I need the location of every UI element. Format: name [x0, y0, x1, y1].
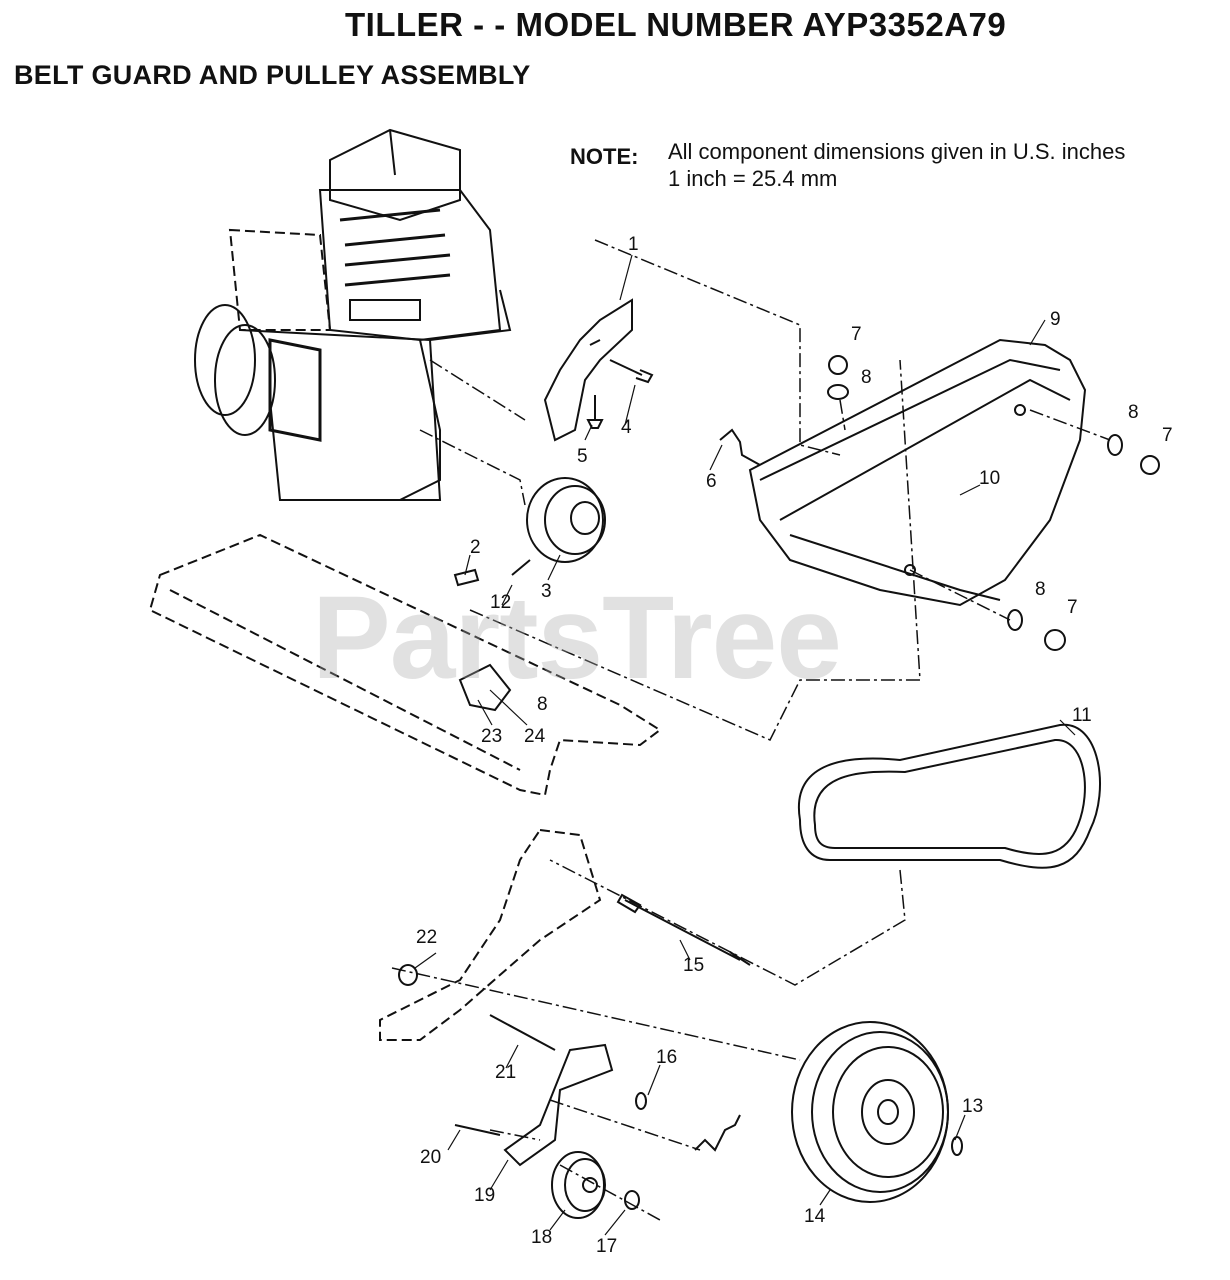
pulley-part-3 — [526, 477, 606, 563]
tiller-frame-drawing — [148, 533, 662, 797]
callout-7-right: 7 — [1162, 425, 1173, 446]
clip-part-2 — [453, 568, 480, 587]
callout-7-lower: 7 — [1067, 597, 1078, 618]
lower-housing-drawing — [379, 828, 602, 1041]
watermark-text: PartsTree — [312, 572, 842, 704]
belt-part-11 — [797, 723, 1101, 869]
idler-pulley-part-18 — [551, 1151, 606, 1219]
idler-arm-part-19 — [503, 1043, 614, 1167]
screw-part-12 — [511, 559, 531, 576]
callout-18: 18 — [531, 1227, 553, 1248]
nut-part-7-right — [1140, 455, 1160, 475]
callout-2: 2 — [470, 537, 481, 558]
callout-8-plate: 8 — [537, 694, 548, 715]
large-pulley-part-14 — [791, 1021, 949, 1203]
spring-drawing — [694, 1114, 741, 1152]
callout-8-upper: 8 — [861, 367, 872, 388]
clip-part-16 — [635, 1092, 647, 1110]
callout-11: 11 — [1072, 705, 1092, 726]
callout-5: 5 — [577, 446, 588, 467]
callout-8-lower: 8 — [1035, 579, 1046, 600]
clip-part-13 — [951, 1136, 963, 1156]
nut-part-7-upper — [828, 355, 848, 375]
washer-part-8-lower — [1007, 609, 1023, 631]
screw-part-5 — [586, 395, 604, 429]
note-dimensions-text: All component dimensions given in U.S. i… — [668, 139, 1126, 164]
callout-7-upper: 7 — [851, 324, 862, 345]
callout-14: 14 — [804, 1206, 826, 1227]
note-conversion-text: 1 inch = 25.4 mm — [668, 166, 838, 191]
plate-part-23 — [458, 663, 512, 712]
nut-part-7-lower — [1044, 629, 1066, 651]
callout-3: 3 — [541, 581, 552, 602]
callout-19: 19 — [474, 1185, 496, 1206]
callout-1: 1 — [628, 234, 639, 255]
callout-24: 24 — [524, 726, 546, 747]
callout-leaders — [414, 254, 1076, 1236]
callout-16: 16 — [656, 1047, 678, 1068]
callout-22: 22 — [416, 927, 438, 948]
shaft-part-15 — [616, 893, 751, 966]
callout-12: 12 — [490, 592, 512, 613]
nut-part-22 — [398, 964, 418, 986]
hook-part-6 — [719, 428, 761, 466]
assembly-subtitle: BELT GUARD AND PULLEY ASSEMBLY — [14, 60, 531, 90]
belt-guard-part-9 — [748, 338, 1087, 607]
washer-part-8-upper — [827, 384, 849, 400]
bolt-part-20 — [454, 1124, 501, 1136]
callout-17: 17 — [596, 1236, 618, 1257]
washer-part-8-right — [1107, 434, 1123, 456]
page-title: TILLER - - MODEL NUMBER AYP3352A79 — [345, 6, 1007, 43]
callout-9: 9 — [1050, 309, 1061, 330]
callout-15: 15 — [683, 955, 705, 976]
alignment-lines — [391, 239, 1111, 1221]
note-label: NOTE: — [570, 144, 639, 169]
callout-23: 23 — [481, 726, 503, 747]
nut-part-17 — [624, 1190, 640, 1210]
callout-8-right: 8 — [1128, 402, 1139, 423]
callout-21: 21 — [495, 1062, 517, 1083]
callout-10: 10 — [979, 468, 1001, 489]
callout-6: 6 — [706, 471, 717, 492]
shaft-part-21 — [489, 1014, 556, 1051]
callout-20: 20 — [420, 1147, 442, 1168]
callout-13: 13 — [962, 1096, 984, 1117]
engine-drawing — [194, 128, 512, 501]
bolt-part-4 — [609, 359, 654, 384]
bracket-part-1 — [543, 298, 633, 442]
callout-4: 4 — [621, 417, 632, 438]
